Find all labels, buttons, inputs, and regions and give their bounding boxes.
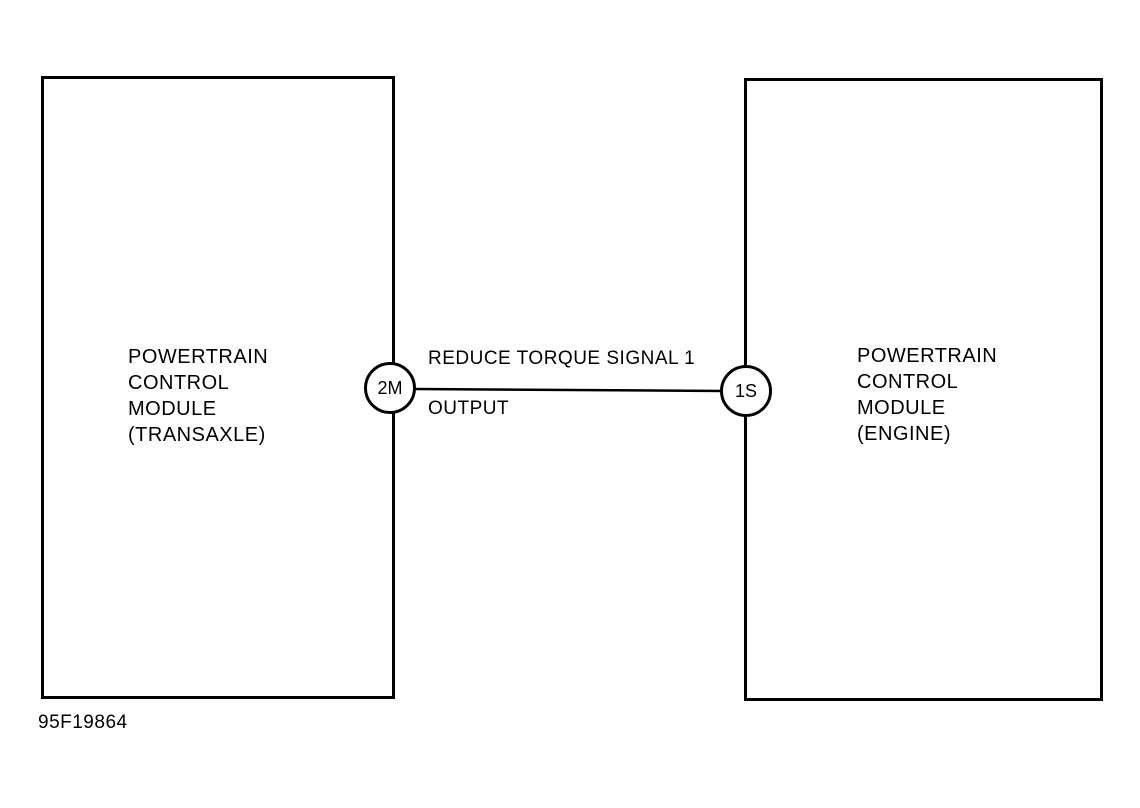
engine-label-line: (ENGINE)	[857, 423, 951, 445]
transaxle-label-line: MODULE	[128, 398, 217, 420]
signal-name-label: REDUCE TORQUE SIGNAL 1	[428, 348, 696, 369]
transaxle-module-label: POWERTRAIN CONTROL MODULE (TRANSAXLE)	[128, 344, 268, 448]
figure-id-label: 95F19864	[38, 712, 128, 733]
transaxle-label-line: (TRANSAXLE)	[128, 424, 266, 446]
pin-1s-label: 1S	[734, 380, 758, 401]
engine-module-box: POWERTRAIN CONTROL MODULE (ENGINE)	[744, 78, 1103, 701]
pin-2m-connector: 2M	[364, 362, 416, 414]
transaxle-label-line: CONTROL	[128, 372, 230, 394]
pin-2m-label: 2M	[377, 377, 403, 398]
engine-label-line: CONTROL	[857, 371, 959, 393]
signal-wire-line	[413, 387, 725, 393]
engine-module-label: POWERTRAIN CONTROL MODULE (ENGINE)	[857, 343, 997, 447]
signal-direction-label: OUTPUT	[428, 398, 510, 419]
engine-label-line: POWERTRAIN	[857, 345, 998, 367]
transaxle-module-box: POWERTRAIN CONTROL MODULE (TRANSAXLE)	[41, 76, 395, 699]
engine-label-line: MODULE	[857, 397, 946, 419]
transaxle-label-line: POWERTRAIN	[128, 346, 269, 368]
pin-1s-connector: 1S	[720, 365, 772, 417]
